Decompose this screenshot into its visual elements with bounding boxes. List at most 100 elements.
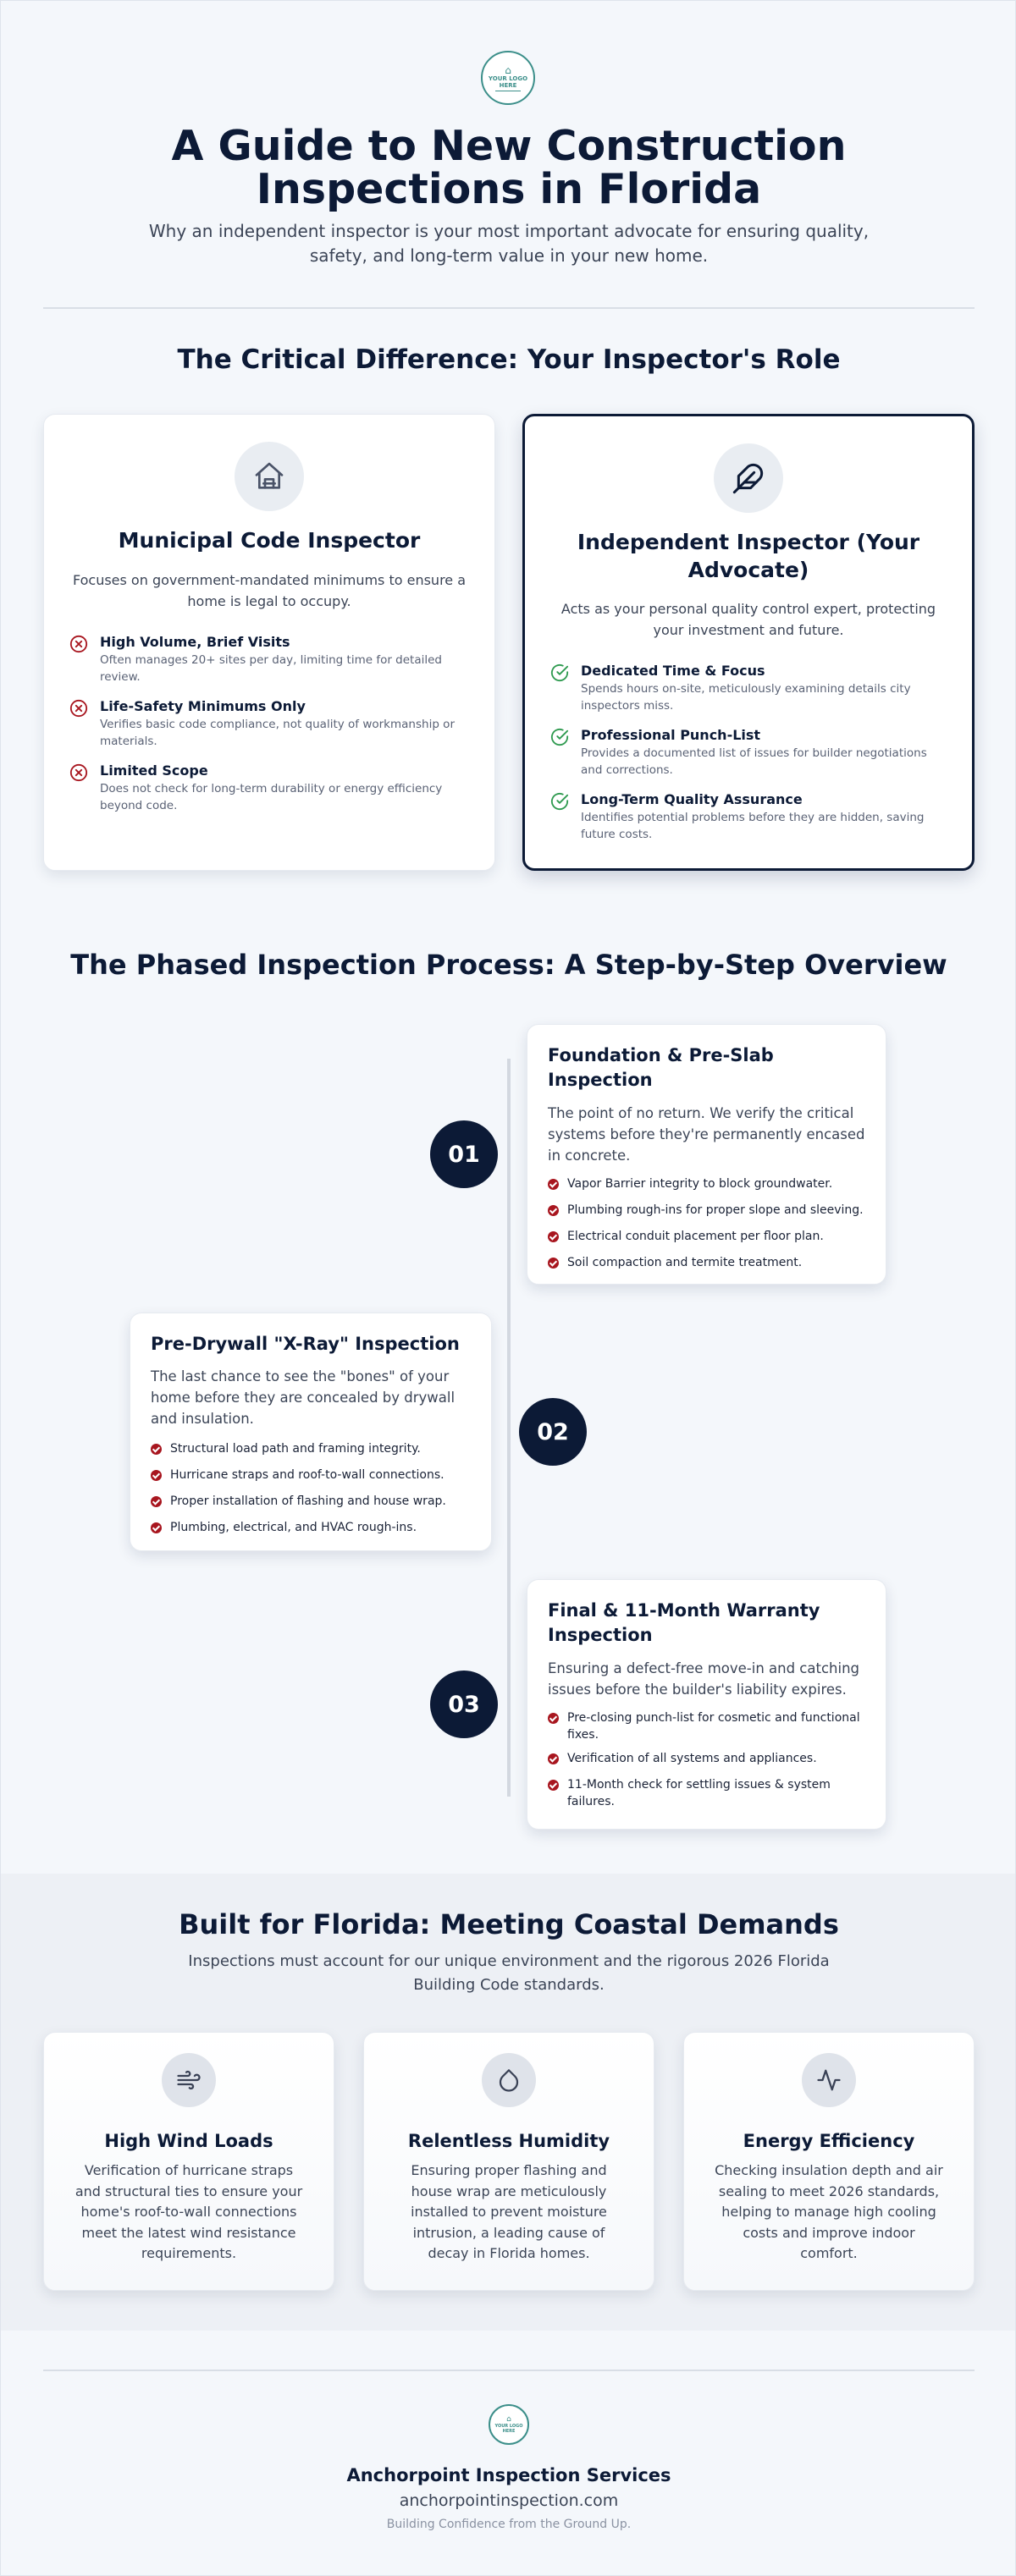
feature-name: Long-Term Quality Assurance	[581, 791, 803, 807]
florida-card-title: Relentless Humidity	[407, 2131, 610, 2151]
checklist-item: Plumbing rough-ins for proper slope and …	[548, 1202, 869, 1221]
check-bullet-icon	[548, 1231, 559, 1242]
checklist-item: Pre-closing punch-list for cosmetic and …	[548, 1709, 869, 1743]
independent-feature-item: Long-Term Quality Assurance Identifies p…	[550, 790, 947, 843]
step-description: Ensuring a defect-free move-in and catch…	[548, 1660, 860, 1698]
process-title: The Phased Inspection Process: A Step-by…	[70, 949, 947, 981]
checklist-item: Electrical conduit placement per floor p…	[548, 1228, 869, 1247]
house-icon	[235, 442, 304, 511]
independent-feature-item: Dedicated Time & Focus Spends hours on-s…	[550, 662, 947, 714]
footer-logo-text: YOUR LOGO HERE	[494, 2423, 523, 2434]
header-divider	[43, 307, 975, 309]
independent-inspector-card: Independent Inspector (Your Advocate) Ac…	[522, 414, 975, 871]
check-bullet-icon	[548, 1258, 559, 1269]
checklist-item: Plumbing, electrical, and HVAC rough-ins…	[151, 1519, 474, 1538]
check-bullet-icon	[151, 1470, 162, 1481]
logo-house-icon: ⌂	[506, 2414, 511, 2424]
municipal-feature-item: High Volume, Brief Visits Often manages …	[69, 633, 469, 685]
comparison-title: The Critical Difference: Your Inspector'…	[177, 344, 841, 375]
checklist-item: Structural load path and framing integri…	[151, 1440, 474, 1460]
company-logo: ⌂ YOUR LOGO HERE	[481, 51, 535, 105]
droplet-icon	[482, 2053, 536, 2107]
municipal-feature-item: Limited Scope Does not check for long-te…	[69, 762, 469, 814]
checklist-item: Hurricane straps and roof-to-wall connec…	[151, 1467, 474, 1486]
feather-icon	[714, 443, 783, 513]
feature-description: Often manages 20+ sites per day, limitin…	[100, 653, 442, 684]
page-subtitle: Why an independent inspector is your mos…	[148, 221, 870, 266]
activity-icon	[802, 2053, 856, 2107]
footer-company-name: Anchorpoint Inspection Services	[346, 2465, 671, 2485]
florida-card-humidity: Relentless Humidity Ensuring proper flas…	[363, 2032, 654, 2291]
step-title: Pre-Drywall "X-Ray" Inspection	[151, 1334, 460, 1354]
florida-title: Built for Florida: Meeting Coastal Deman…	[179, 1908, 839, 1940]
florida-card-description: Checking insulation depth and air sealin…	[715, 2162, 943, 2261]
feature-description: Provides a documented list of issues for…	[581, 746, 927, 777]
step-card-2: Pre-Drywall "X-Ray" Inspection The last …	[130, 1313, 492, 1551]
independent-feature-item: Professional Punch-List Provides a docum…	[550, 726, 947, 779]
check-circle-icon	[550, 726, 581, 779]
municipal-inspector-card: Municipal Code Inspector Focuses on gove…	[43, 414, 495, 871]
feature-name: Limited Scope	[100, 762, 208, 779]
step-checklist: Pre-closing punch-list for cosmetic and …	[548, 1709, 869, 1817]
check-bullet-icon	[548, 1205, 559, 1216]
step-checklist: Vapor Barrier integrity to block groundw…	[548, 1175, 869, 1280]
x-circle-icon	[69, 762, 100, 814]
feature-description: Does not check for long-term durability …	[100, 782, 443, 812]
municipal-feature-item: Life-Safety Minimums Only Verifies basic…	[69, 697, 469, 750]
feature-description: Verifies basic code compliance, not qual…	[100, 718, 455, 748]
page-title: A Guide to New Construction Inspections …	[1, 122, 1015, 213]
step-card-1: Foundation & Pre-Slab Inspection The poi…	[527, 1024, 886, 1285]
wind-icon	[162, 2053, 216, 2107]
step-description: The last chance to see the "bones" of yo…	[151, 1368, 456, 1427]
feature-name: Dedicated Time & Focus	[581, 663, 765, 679]
check-bullet-icon	[548, 1713, 559, 1724]
check-bullet-icon	[151, 1522, 162, 1533]
check-bullet-icon	[151, 1444, 162, 1455]
step-title: Foundation & Pre-Slab Inspection	[548, 1045, 774, 1090]
logo-text: YOUR LOGO HERE	[488, 74, 528, 89]
check-bullet-icon	[548, 1780, 559, 1791]
footer-divider	[43, 2370, 975, 2371]
step-checklist: Structural load path and framing integri…	[151, 1440, 474, 1545]
checklist-item: Proper installation of flashing and hous…	[151, 1493, 474, 1512]
florida-card-energy: Energy Efficiency Checking insulation de…	[683, 2032, 975, 2291]
municipal-card-description: Focuses on government-mandated minimums …	[72, 572, 467, 609]
check-circle-icon	[550, 790, 581, 843]
florida-card-title: High Wind Loads	[104, 2131, 273, 2151]
check-bullet-icon	[548, 1179, 559, 1190]
checklist-item: Soil compaction and termite treatment.	[548, 1254, 869, 1274]
step-card-3: Final & 11-Month Warranty Inspection Ens…	[527, 1579, 886, 1830]
municipal-card-title: Municipal Code Inspector	[118, 528, 421, 553]
footer-tagline: Building Confidence from the Ground Up.	[386, 2518, 632, 2531]
check-bullet-icon	[548, 1753, 559, 1764]
check-circle-icon	[550, 662, 581, 714]
feature-description: Identifies potential problems before the…	[581, 811, 925, 841]
feature-description: Spends hours on-site, meticulously exami…	[581, 682, 911, 713]
step-number-3: 03	[430, 1671, 498, 1738]
footer-website-link[interactable]: anchorpointinspection.com	[399, 2491, 619, 2510]
feature-name: High Volume, Brief Visits	[100, 634, 290, 650]
florida-card-wind: High Wind Loads Verification of hurrican…	[43, 2032, 334, 2291]
checklist-item: 11-Month check for settling issues & sys…	[548, 1776, 869, 1810]
step-number-2: 02	[519, 1398, 587, 1466]
florida-card-description: Ensuring proper flashing and house wrap …	[411, 2162, 607, 2261]
check-bullet-icon	[151, 1496, 162, 1507]
step-title: Final & 11-Month Warranty Inspection	[548, 1600, 820, 1645]
step-description: The point of no return. We verify the cr…	[548, 1105, 865, 1164]
independent-card-title: Independent Inspector (Your Advocate)	[577, 530, 920, 582]
feature-name: Professional Punch-List	[581, 727, 761, 743]
florida-card-description: Verification of hurricane straps and str…	[75, 2162, 303, 2261]
step-number-1: 01	[430, 1120, 498, 1188]
independent-card-description: Acts as your personal quality control ex…	[560, 601, 936, 638]
logo-house-icon: ⌂	[505, 63, 511, 76]
page-title-line2: Inspections in Florida	[256, 165, 762, 213]
x-circle-icon	[69, 697, 100, 750]
florida-subtitle: Inspections must account for our unique …	[188, 1952, 830, 1994]
feature-name: Life-Safety Minimums Only	[100, 698, 306, 714]
florida-card-title: Energy Efficiency	[743, 2131, 915, 2151]
timeline-line	[507, 1059, 511, 1797]
page-title-line1: A Guide to New Construction	[171, 122, 847, 170]
x-circle-icon	[69, 633, 100, 685]
checklist-item: Vapor Barrier integrity to block groundw…	[548, 1175, 869, 1195]
